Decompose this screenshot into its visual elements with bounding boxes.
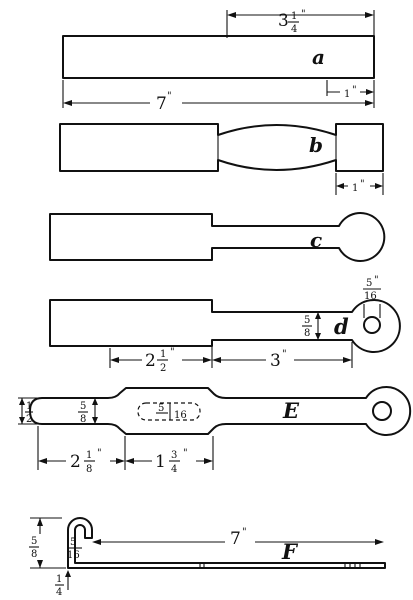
dim-d-width-num: 5 — [304, 315, 310, 326]
arrowhead — [204, 458, 213, 464]
dim-E-end-den: 2 — [26, 414, 32, 425]
label-b: b — [309, 133, 323, 157]
dim-E-width-den: 8 — [80, 414, 86, 425]
arrowhead — [203, 357, 212, 363]
dim-a-length: 7 — [156, 94, 167, 114]
piece-E-bar — [29, 386, 412, 436]
inch-mark: " — [167, 91, 172, 102]
dim-F-height-den: 8 — [31, 549, 37, 560]
inch-mark: " — [170, 347, 175, 358]
arrowhead — [366, 89, 374, 95]
inch-mark: " — [97, 448, 102, 459]
inch-mark: " — [282, 349, 287, 360]
dim-E-left-whole: 2 — [70, 452, 81, 472]
dim-F-height-num: 5 — [31, 536, 37, 547]
arrowhead — [315, 333, 321, 340]
arrowhead — [63, 100, 72, 106]
arrowhead — [212, 357, 221, 363]
dim-d-width-den: 8 — [304, 328, 310, 339]
dim-d-hole-den: 16 — [364, 291, 377, 302]
arrowhead — [336, 183, 344, 189]
arrowhead — [110, 357, 119, 363]
label-E: E — [282, 398, 300, 423]
dim-F-length: 7 — [230, 529, 241, 549]
label-backing — [225, 528, 255, 548]
dim-E-mid-whole: 1 — [155, 452, 166, 472]
arrowhead — [365, 100, 374, 106]
label-d: d — [334, 314, 349, 339]
piece-a: 3 1 4 " a 7 " 1 " — [62, 9, 375, 114]
dim-a-end: 1 — [344, 89, 350, 100]
dim-E-width-num: 5 — [80, 401, 86, 412]
dim-E-mid-num: 3 — [171, 450, 177, 461]
dim-E-slot-den: 16 — [174, 410, 187, 421]
dim-E-end-num: 1 — [26, 401, 32, 412]
inch-mark: " — [352, 85, 357, 96]
label-c: c — [310, 228, 322, 252]
piece-b-bar — [59, 123, 384, 172]
arrowhead — [37, 560, 43, 568]
dim-E-left-num: 1 — [86, 450, 92, 461]
inch-mark: " — [242, 527, 247, 538]
dim-a-top-den: 4 — [291, 24, 297, 35]
inch-mark: " — [374, 275, 379, 286]
inch-mark: " — [301, 9, 306, 20]
inch-mark: " — [183, 448, 188, 459]
label-backing — [348, 178, 370, 194]
dim-E-left-den: 8 — [86, 464, 92, 475]
dim-E-mid-den: 4 — [171, 464, 177, 475]
arrowhead — [227, 12, 236, 18]
dim-d-right: 3 — [270, 351, 281, 371]
arrowhead — [375, 539, 384, 545]
arrowhead — [343, 357, 352, 363]
piece-E-slot — [137, 402, 201, 421]
piece-c: c — [49, 212, 386, 262]
dim-F-gap-num: 5 — [70, 537, 76, 548]
dim-d-left-num: 1 — [160, 349, 166, 360]
arrowhead — [19, 417, 25, 424]
dim-a-top-whole: 3 — [278, 11, 289, 31]
label-backing — [142, 348, 182, 374]
dim-d-left-whole: 2 — [145, 351, 156, 371]
label-a: a — [312, 45, 325, 69]
piece-F-hook — [67, 517, 386, 569]
label-F: F — [281, 539, 299, 564]
piece-E-hole — [372, 401, 392, 421]
arrowhead — [92, 398, 98, 405]
dim-F-thick-den: 4 — [56, 587, 62, 598]
piece-F: 5 8 5 16 1 4 7 " F — [28, 517, 386, 598]
arrowhead — [365, 12, 374, 18]
label-backing — [150, 92, 182, 112]
arrowhead — [116, 458, 125, 464]
arrowhead — [65, 570, 71, 577]
piece-d-bar — [49, 299, 401, 353]
label-backing — [266, 350, 294, 370]
dim-d-left-den: 2 — [160, 363, 166, 374]
arrowhead — [19, 398, 25, 405]
arrowhead — [38, 458, 47, 464]
piece-d: 5 " 16 5 8 d 2 1 2 " 3 " — [49, 275, 401, 374]
piece-c-bar — [49, 212, 386, 262]
arrowhead — [92, 539, 101, 545]
piece-a-bar — [62, 35, 375, 79]
arrowhead — [375, 183, 383, 189]
dim-a-top-num: 1 — [291, 11, 297, 22]
dim-F-thick-num: 1 — [56, 574, 62, 585]
dim-d-hole-num: 5 — [366, 278, 372, 289]
arrowhead — [315, 312, 321, 319]
label-backing — [340, 84, 360, 100]
piece-b: b 1 " — [59, 123, 384, 195]
inch-mark: " — [360, 179, 365, 190]
piece-d-hole — [363, 316, 381, 334]
piece-E: 1 2 5 8 5 16 E 2 1 8 " 1 3 4 " — [18, 386, 412, 475]
dim-E-slot-num: 5 — [158, 403, 164, 414]
dim-b-end: 1 — [352, 183, 358, 194]
dim-F-gap-den: 16 — [67, 550, 80, 561]
arrowhead — [37, 518, 43, 526]
arrowhead — [125, 458, 134, 464]
arrowhead — [92, 417, 98, 424]
